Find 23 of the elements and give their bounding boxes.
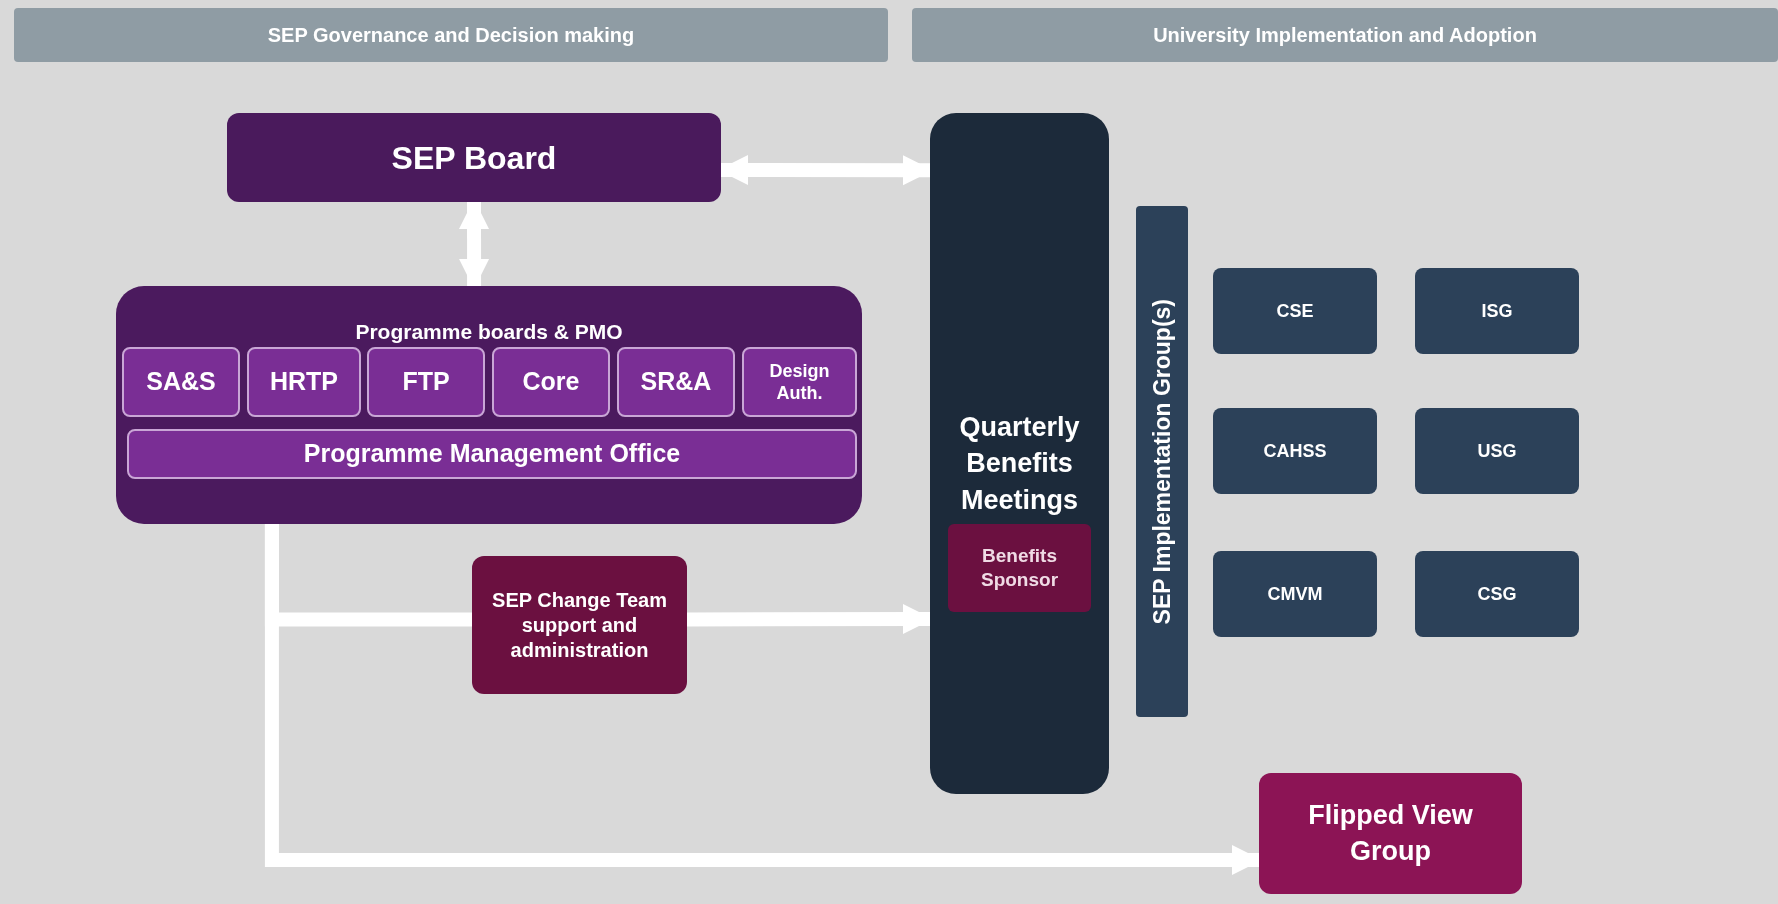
process-box: Design Auth.: [742, 347, 857, 417]
process-box: USG: [1415, 408, 1579, 494]
arrow: [459, 199, 490, 289]
group-bar: SEP Implementation Group(s): [1136, 206, 1188, 717]
process-box: Programme Management Office: [127, 429, 857, 479]
process-box: Benefits Sponsor: [948, 524, 1091, 612]
process-box: Core: [492, 347, 610, 417]
section-header: University Implementation and Adoption: [912, 8, 1778, 62]
process-box: CAHSS: [1213, 408, 1377, 494]
group-box: Programme boards & PMO SA&S HRTP FTP Core SR&A Design Auth. Programme Management Office: [116, 286, 862, 524]
section-header: SEP Governance and Decision making: [14, 8, 888, 62]
meeting-column: Quarterly Benefits Meetings Benefits Sponsor: [930, 113, 1109, 794]
process-box: CSE: [1213, 268, 1377, 354]
process-box: HRTP: [247, 347, 361, 417]
process-box: FTP: [367, 347, 485, 417]
process-box: SA&S: [122, 347, 240, 417]
process-box: Flipped View Group: [1259, 773, 1522, 894]
process-box: ISG: [1415, 268, 1579, 354]
process-box: CMVM: [1213, 551, 1377, 637]
process-box: SR&A: [617, 347, 735, 417]
process-box: SEP Board: [227, 113, 721, 202]
process-box: CSG: [1415, 551, 1579, 637]
process-box: SEP Change Team support and administration: [472, 556, 687, 694]
